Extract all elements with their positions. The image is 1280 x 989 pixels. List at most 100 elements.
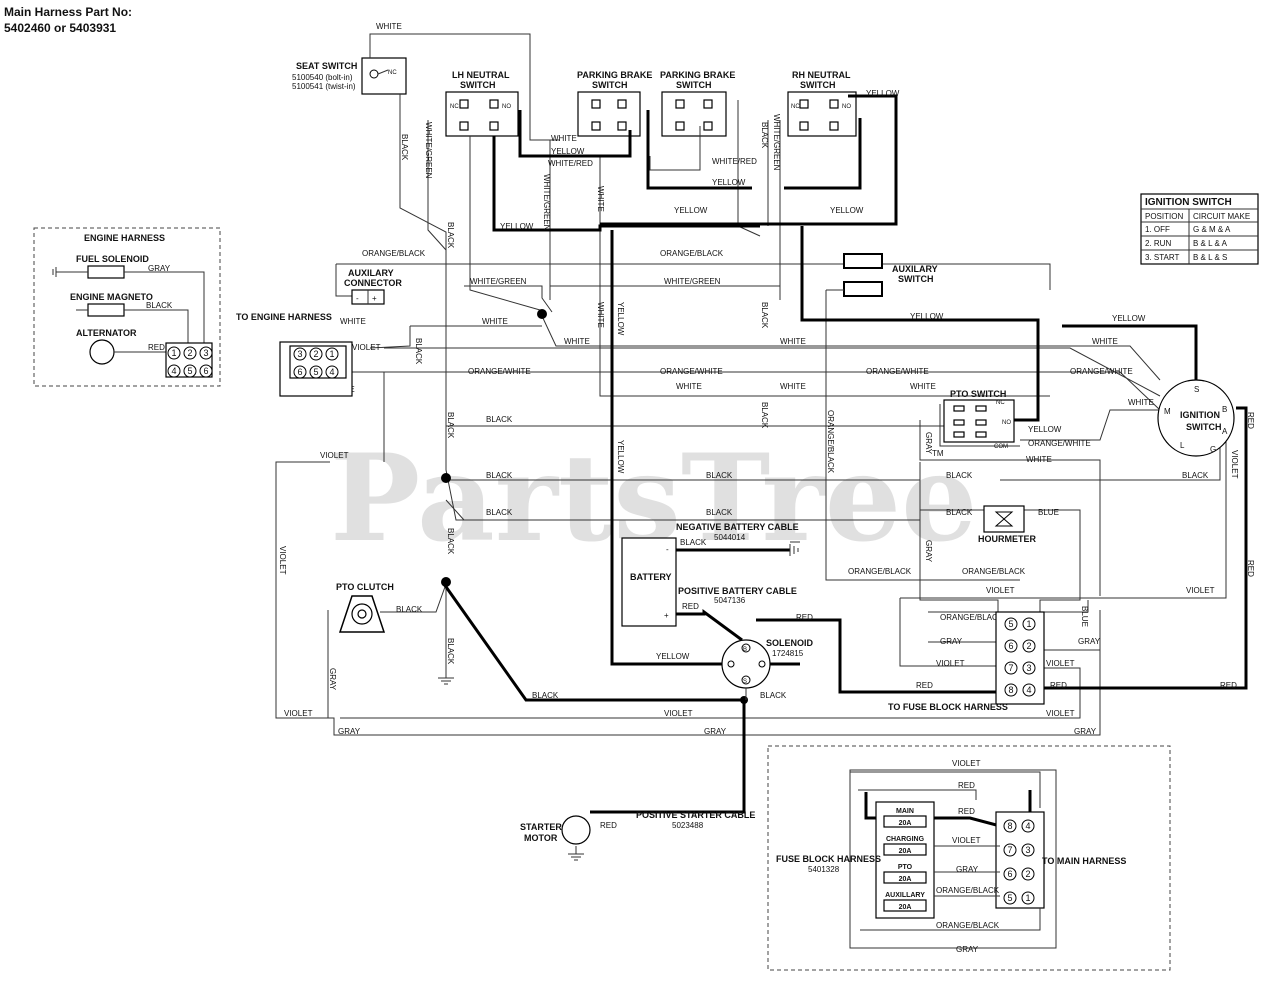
- engine-magneto-label: ENGINE MAGNETO: [70, 292, 153, 302]
- engine-connector-pin-number: 5: [313, 367, 318, 377]
- wire-label: BLACK: [446, 638, 455, 665]
- engine-harness-pin-number: 5: [187, 366, 192, 376]
- wire-label: WHITE: [676, 382, 702, 391]
- wire-label-gray: GRAY: [148, 264, 171, 273]
- main-connector-pin-number: 4: [1026, 685, 1031, 695]
- alternator: [89, 339, 115, 365]
- wire-label: BLACK: [396, 605, 423, 614]
- wire-label-red: RED: [148, 343, 165, 352]
- wire-label: VIOLET: [284, 709, 313, 718]
- wire-label: WHITE/GREEN: [470, 277, 527, 286]
- parking-brake-switch-1: PARKING BRAKE SWITCH: [577, 70, 652, 137]
- alternator-label: ALTERNATOR: [76, 328, 137, 338]
- wire-label: RED: [1220, 681, 1237, 690]
- wire-label: BLACK: [760, 122, 769, 149]
- lh-no: NO: [502, 104, 511, 110]
- vertical-wire-labels: BLACK WHITE/GREEN BLACK WHITE/GREEN WHIT…: [278, 114, 1255, 691]
- rh-neutral-switch: RH NEUTRAL SWITCH NC NO: [787, 70, 857, 137]
- aux-connector-title-2: CONNECTOR: [344, 278, 402, 288]
- wire-label: WHITE: [780, 382, 806, 391]
- table-row-off-circuit: G & M & A: [1193, 225, 1231, 234]
- wire-label: GRAY: [956, 945, 979, 954]
- main-connector-pin: [1004, 617, 1018, 631]
- starter-cable-title: POSITIVE STARTER CABLE: [636, 810, 755, 820]
- wire-label: BLACK: [486, 508, 513, 517]
- wire-label: YELLOW: [712, 178, 746, 187]
- table-header-circuit: CIRCUIT MAKE: [1193, 212, 1250, 221]
- engine-harness-pin-number: 6: [203, 366, 208, 376]
- engine-connector-pin-number: 1: [329, 349, 334, 359]
- ign-term-m: M: [1164, 407, 1171, 416]
- fuse-block-pin: [1021, 843, 1035, 857]
- engine-connector-pin-number: 4: [329, 367, 334, 377]
- fuse-rating: 20A: [899, 820, 912, 827]
- wire-label: BLACK: [680, 538, 707, 547]
- table-row-start-pos: 3. START: [1145, 253, 1179, 262]
- wire-label: GRAY: [704, 727, 727, 736]
- wire-label: WHITE: [564, 337, 590, 346]
- solenoid-b: B: [743, 647, 747, 653]
- fuse-name: AUXILLARY: [885, 892, 925, 899]
- neg-cable-title: NEGATIVE BATTERY CABLE: [676, 522, 799, 532]
- seat-switch-part-twist: 5100541 (twist-in): [292, 82, 356, 91]
- main-connector-pin-number: 1: [1026, 619, 1031, 629]
- ignition-switch-title-2: SWITCH: [1186, 422, 1222, 432]
- engine-magneto: [87, 303, 125, 317]
- junction: [441, 577, 451, 587]
- wire-label: VIOLET: [278, 546, 287, 575]
- fuse-block-pin-number: 2: [1025, 869, 1030, 879]
- wire-label: GRAY: [956, 865, 979, 874]
- fuel-solenoid-label: FUEL SOLENOID: [76, 254, 149, 264]
- ground-symbols: [438, 670, 584, 861]
- wire-label: YELLOW: [551, 147, 585, 156]
- pb1-title-1: PARKING BRAKE: [577, 70, 652, 80]
- fuse-block-pin-number: 6: [1007, 869, 1012, 879]
- wire-label: YELLOW: [616, 302, 625, 336]
- wire-label: ORANGE/BLACK: [936, 921, 1000, 930]
- fuse-name: PTO: [898, 864, 913, 871]
- neg-cable-part: 5044014: [714, 533, 746, 542]
- parking-brake-switch-2: PARKING BRAKE SWITCH: [660, 70, 735, 137]
- main-connector-pin: [1022, 683, 1036, 697]
- lh-neutral-switch: LH NEUTRAL SWITCH NC NO: [445, 70, 519, 137]
- starter-label-2: MOTOR: [524, 833, 558, 843]
- lh-nc: NC: [450, 104, 459, 110]
- engine-connector-pin: [293, 347, 307, 361]
- lh-neutral-title-1: LH NEUTRAL: [452, 70, 510, 80]
- main-connector-pin: [1004, 661, 1018, 675]
- starter-cable-part: 5023488: [672, 821, 704, 830]
- wire-label: BLACK: [760, 402, 769, 429]
- seat-switch-nc: NC: [388, 70, 397, 76]
- battery-pos: +: [664, 611, 669, 620]
- wire-label: VIOLET: [952, 836, 981, 845]
- wire-label: ORANGE/WHITE: [468, 367, 531, 376]
- solenoid-label: SOLENOID: [766, 638, 814, 648]
- main-connector-pin: [1022, 661, 1036, 675]
- engine-harness-pin-number: 2: [187, 348, 192, 358]
- wire-label: BLACK: [706, 508, 733, 517]
- to-fuse-block-label: TO FUSE BLOCK HARNESS: [888, 702, 1008, 712]
- wire-label: WHITE: [596, 186, 605, 212]
- watermark-tm: TM: [932, 449, 944, 458]
- wire-label: ORANGE/WHITE: [660, 367, 723, 376]
- auxiliary-switch: AUXILARY SWITCH: [826, 253, 938, 297]
- wire-label: BLACK: [414, 338, 423, 365]
- wire-label: BLACK: [446, 528, 455, 555]
- aux-neg: -: [356, 294, 359, 303]
- fuse-block-title: FUSE BLOCK HARNESS: [776, 854, 881, 864]
- wire-label: VIOLET: [986, 586, 1015, 595]
- wire-labels: WHITE WHITE YELLOW WHITE/RED WHITE/RED Y…: [284, 22, 1237, 830]
- ign-term-s: S: [1194, 385, 1199, 394]
- table-row-off-pos: 1. OFF: [1145, 225, 1170, 234]
- wire-label: WHITE: [1026, 455, 1052, 464]
- fuse-block-pin-number: 3: [1025, 845, 1030, 855]
- table-row-run-circuit: B & L & A: [1193, 239, 1228, 248]
- aux-connector-title-1: AUXILARY: [348, 268, 394, 278]
- pb2-title-1: PARKING BRAKE: [660, 70, 735, 80]
- wire-label: ORANGE/BLACK: [936, 886, 1000, 895]
- engine-harness-pin-number: 1: [171, 348, 176, 358]
- aux-pos: +: [372, 294, 377, 303]
- fuse-block-pin: [1003, 843, 1017, 857]
